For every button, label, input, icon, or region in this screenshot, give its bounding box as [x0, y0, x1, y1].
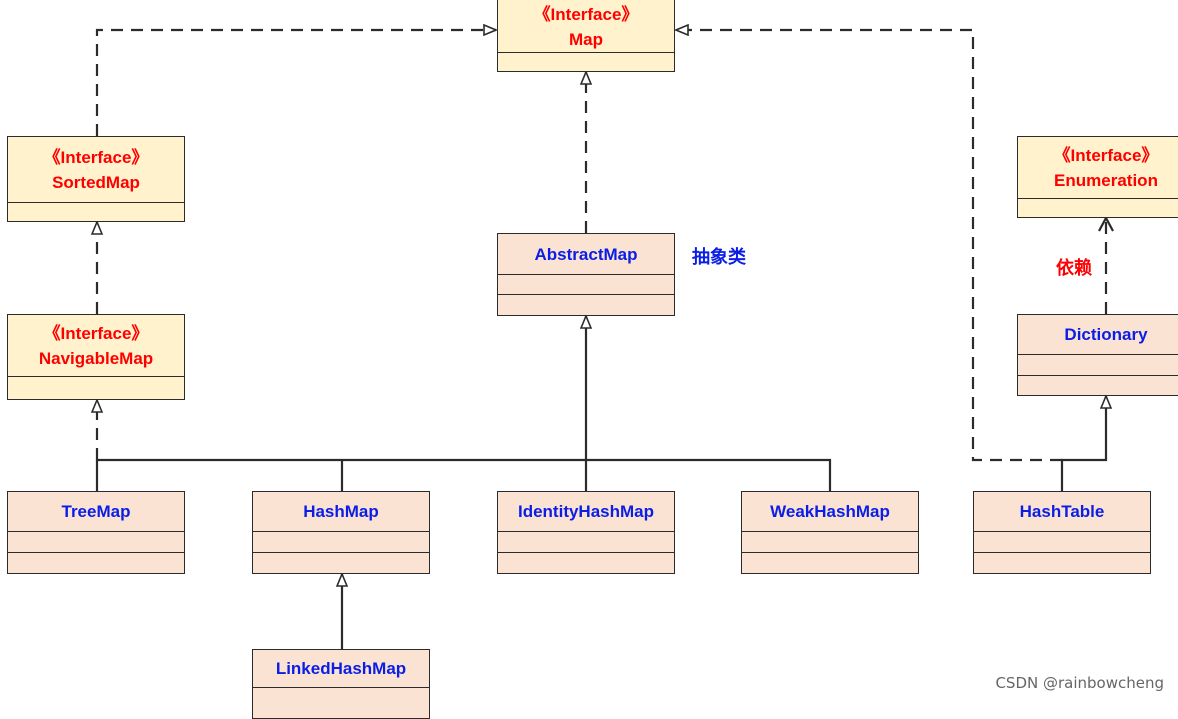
hashtable-to-map-realization — [676, 30, 1062, 462]
hashmap-class-box: HashMap — [252, 491, 430, 574]
hashtable-header: HashTable — [974, 492, 1150, 532]
map-stereotype: 《Interface》 — [533, 4, 639, 24]
enumeration-attributes — [1018, 199, 1178, 216]
map-header: 《Interface》 Map — [498, 0, 674, 53]
weakhashmap-attributes — [742, 532, 918, 553]
linkedhashmap-attributes — [253, 688, 429, 708]
inheritance-bus — [95, 458, 832, 491]
navigablemap-interface-box: 《Interface》 NavigableMap — [7, 314, 185, 400]
treemap-attributes — [8, 532, 184, 553]
identityhashmap-methods — [498, 553, 674, 572]
sortedmap-to-map-realization — [95, 30, 496, 136]
sortedmap-header: 《Interface》 SortedMap — [8, 137, 184, 203]
dictionary-attributes — [1018, 355, 1178, 376]
abstract-class-note: 抽象类 — [692, 247, 746, 267]
hashtable-methods — [974, 553, 1150, 572]
map-name: Map — [569, 29, 603, 49]
weakhashmap-name: WeakHashMap — [770, 502, 890, 521]
connector-layer — [0, 0, 1114, 649]
dictionary-methods — [1018, 376, 1178, 394]
dependency-arrowhead — [1098, 215, 1114, 232]
hashmap-attributes — [253, 532, 429, 553]
linkedhashmap-class-box: LinkedHashMap — [252, 649, 430, 719]
sortedmap-interface-box: 《Interface》 SortedMap — [7, 136, 185, 222]
dependency-note: 依赖 — [1056, 258, 1092, 278]
abstractmap-name: AbstractMap — [534, 244, 638, 264]
hashtable-to-dictionary-inheritance — [1060, 396, 1106, 491]
enumeration-name: Enumeration — [1054, 170, 1158, 190]
dictionary-class-box: Dictionary — [1017, 314, 1178, 396]
treemap-header: TreeMap — [8, 492, 184, 532]
linkedhashmap-name: LinkedHashMap — [275, 659, 407, 678]
hashtable-class-box: HashTable — [973, 491, 1151, 574]
hashtable-attributes — [974, 532, 1150, 553]
navigablemap-name: NavigableMap — [38, 348, 154, 368]
sortedmap-stereotype: 《Interface》 — [43, 147, 149, 167]
abstractmap-methods — [498, 295, 674, 314]
treemap-methods — [8, 553, 184, 572]
identityhashmap-header: IdentityHashMap — [498, 492, 674, 532]
enumeration-interface-box: 《Interface》 Enumeration — [1017, 136, 1178, 218]
treemap-class-box: TreeMap — [7, 491, 185, 574]
identityhashmap-class-box: IdentityHashMap — [497, 491, 675, 574]
abstractmap-header: AbstractMap — [498, 234, 674, 275]
linkedhashmap-header: LinkedHashMap — [253, 650, 429, 688]
navigablemap-stereotype: 《Interface》 — [43, 323, 149, 343]
enumeration-header: 《Interface》 Enumeration — [1018, 137, 1178, 199]
navigablemap-attributes — [8, 377, 184, 398]
dictionary-header: Dictionary — [1018, 315, 1178, 355]
abstractmap-attributes — [498, 275, 674, 295]
dictionary-name: Dictionary — [1064, 325, 1148, 344]
map-attributes — [498, 53, 674, 70]
treemap-name: TreeMap — [61, 502, 131, 521]
weakhashmap-methods — [742, 553, 918, 572]
watermark: CSDN @rainbowcheng — [995, 674, 1164, 692]
identityhashmap-attributes — [498, 532, 674, 553]
weakhashmap-header: WeakHashMap — [742, 492, 918, 532]
navigablemap-header: 《Interface》 NavigableMap — [8, 315, 184, 377]
sortedmap-attributes — [8, 203, 184, 220]
enumeration-stereotype: 《Interface》 — [1053, 145, 1159, 165]
hashtable-name: HashTable — [1019, 502, 1105, 521]
identityhashmap-name: IdentityHashMap — [517, 502, 655, 521]
abstractmap-class-box: AbstractMap — [497, 233, 675, 316]
hashmap-name: HashMap — [303, 502, 379, 521]
sortedmap-name: SortedMap — [52, 172, 140, 192]
map-interface-box: 《Interface》 Map — [497, 0, 675, 72]
weakhashmap-class-box: WeakHashMap — [741, 491, 919, 574]
hashmap-methods — [253, 553, 429, 572]
hashmap-header: HashMap — [253, 492, 429, 532]
